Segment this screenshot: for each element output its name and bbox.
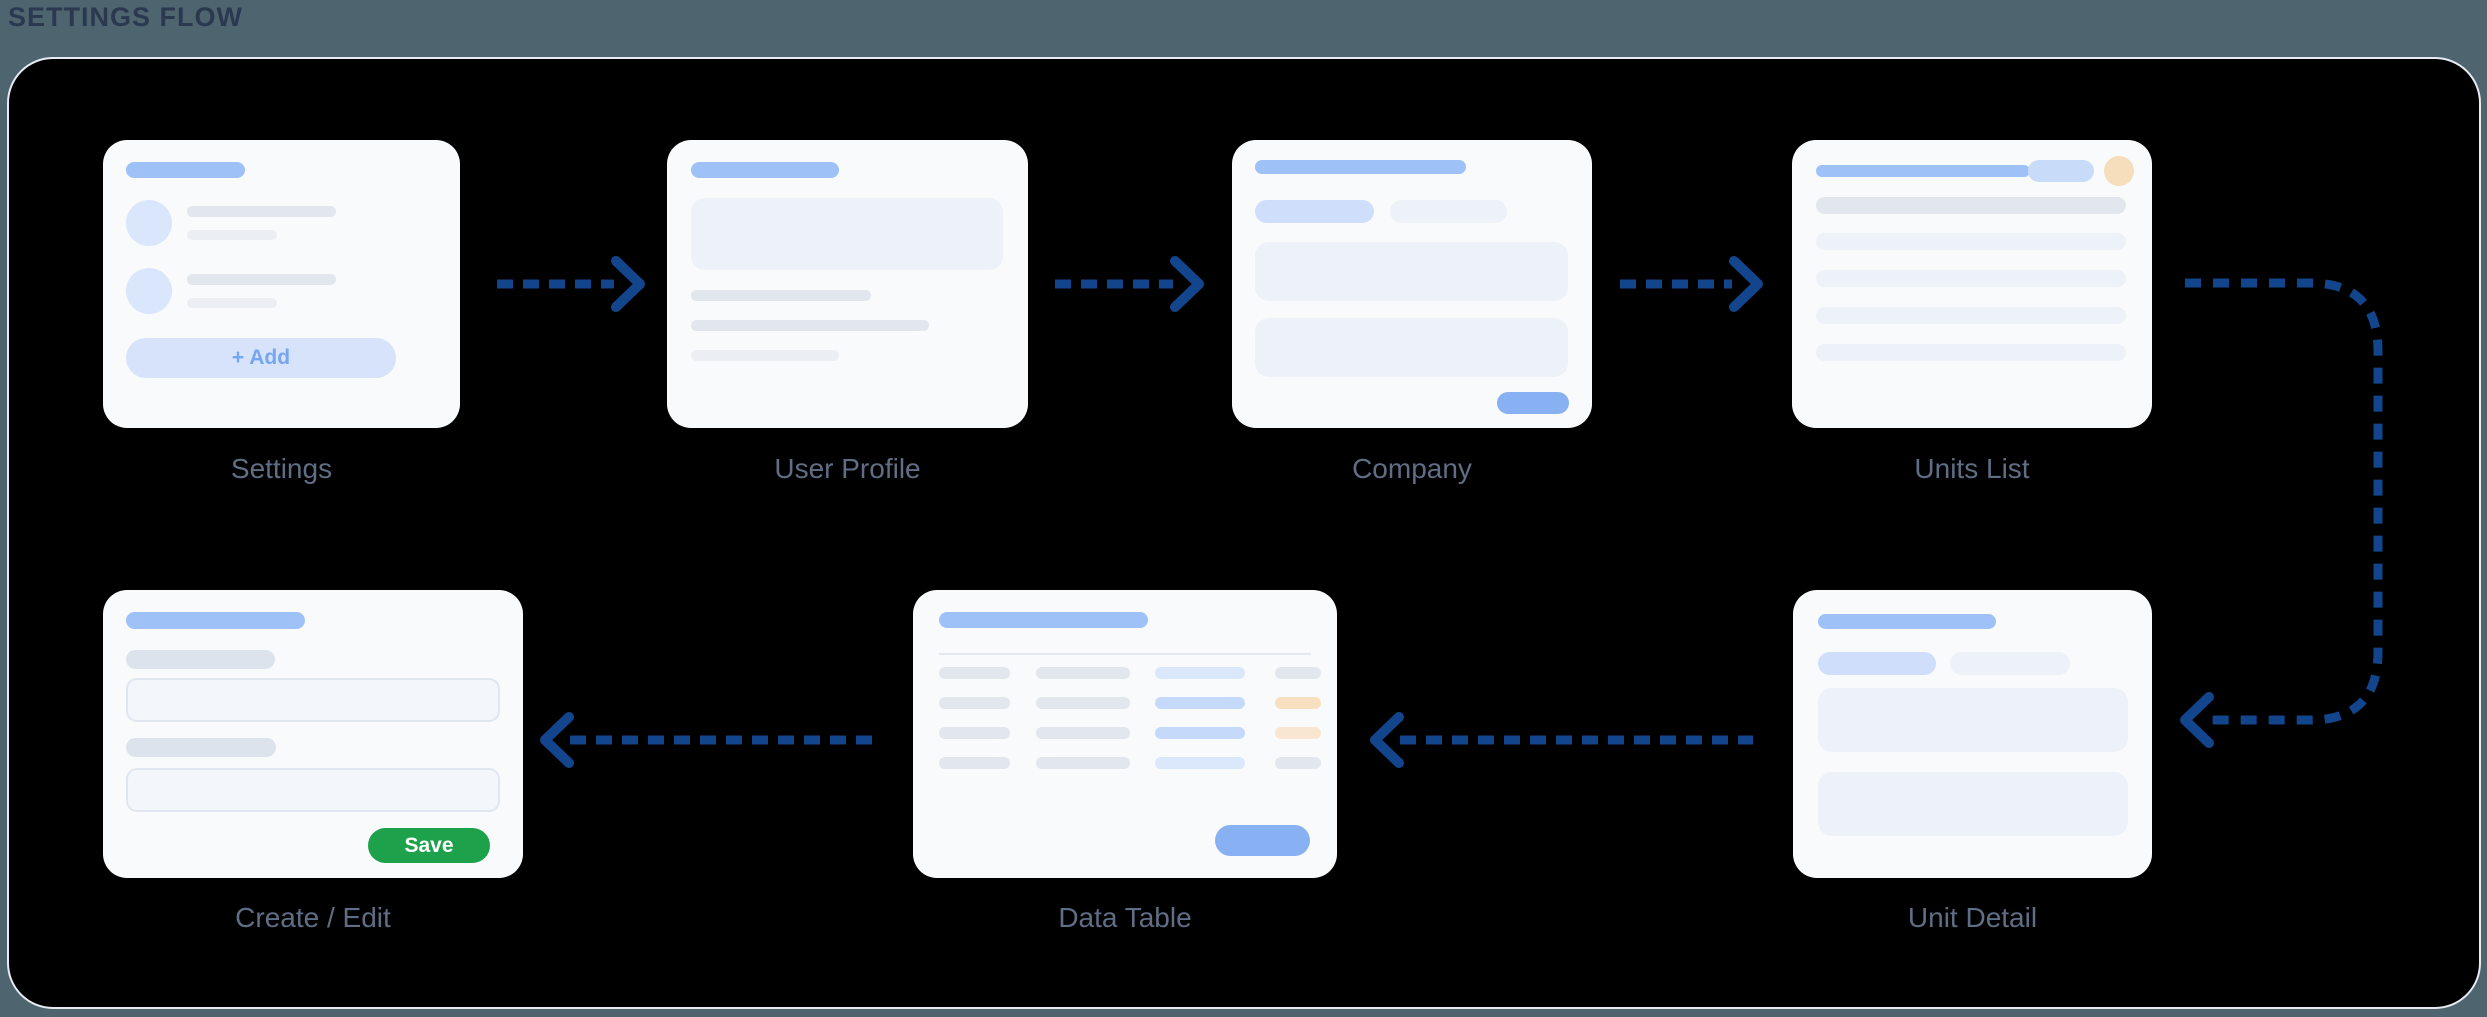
node-label-company: Company xyxy=(1352,453,1472,484)
text-line-skeleton xyxy=(691,320,929,331)
node-label-settings: Settings xyxy=(230,453,333,484)
table-cell-skeleton xyxy=(1036,727,1130,739)
field-label-skeleton xyxy=(126,738,276,757)
list-row-skeleton xyxy=(1816,233,2126,250)
header-pill xyxy=(691,162,839,178)
node-label-unit-detail: Unit Detail xyxy=(1907,902,2038,933)
avatar-badge xyxy=(2104,156,2134,186)
save-button: Save xyxy=(368,828,490,863)
content-block-skeleton xyxy=(1818,688,2128,752)
text-line-skeleton xyxy=(187,274,336,285)
input-field-skeleton xyxy=(126,678,500,722)
list-row-skeleton xyxy=(1816,197,2126,214)
table-cell-skeleton xyxy=(1036,697,1130,709)
header-pill xyxy=(1818,614,1996,629)
table-cell-skeleton xyxy=(1155,697,1245,709)
node-label-user-profile: User Profile xyxy=(774,453,921,484)
table-cell-skeleton xyxy=(939,667,1010,679)
flow-node-user-profile[interactable] xyxy=(667,140,1028,428)
add-button: + Add xyxy=(126,338,396,378)
input-field-skeleton xyxy=(126,768,500,812)
table-cell-skeleton xyxy=(1155,667,1245,679)
header-pill xyxy=(1255,160,1466,174)
tab-pill xyxy=(1390,200,1507,223)
filter-pill-skeleton xyxy=(2028,160,2094,182)
text-line-skeleton xyxy=(187,206,336,217)
text-line-skeleton xyxy=(187,298,277,308)
page-title: SETTINGS FLOW xyxy=(8,2,243,32)
content-block-skeleton xyxy=(1255,318,1568,377)
table-cell-skeleton xyxy=(1275,727,1321,739)
table-cell-skeleton xyxy=(939,727,1010,739)
text-line-skeleton xyxy=(691,350,839,361)
content-block-skeleton xyxy=(1818,772,2128,836)
flow-node-company[interactable] xyxy=(1232,140,1592,428)
content-block-skeleton xyxy=(1255,242,1568,301)
table-cell-skeleton xyxy=(1275,757,1321,769)
tab-pill-active xyxy=(1255,200,1374,223)
node-label-data-table: Data Table xyxy=(1058,902,1192,933)
table-cell-skeleton xyxy=(939,757,1010,769)
avatar-skeleton xyxy=(126,200,172,246)
flow-node-data-table[interactable] xyxy=(913,590,1337,878)
tab-pill xyxy=(1950,652,2070,675)
table-cell-skeleton xyxy=(939,697,1010,709)
search-bar-skeleton xyxy=(1816,165,2030,177)
node-label-create-edit: Create / Edit xyxy=(235,902,391,933)
header-pill xyxy=(126,162,245,178)
action-button-skeleton xyxy=(1497,392,1569,414)
flow-node-unit-detail[interactable] xyxy=(1793,590,2152,878)
table-cell-skeleton xyxy=(1036,667,1130,679)
action-button-skeleton xyxy=(1215,825,1310,856)
header-pill xyxy=(126,612,305,629)
text-line-skeleton xyxy=(691,290,871,301)
flow-node-create-edit[interactable]: Save xyxy=(103,590,523,878)
header-pill xyxy=(939,612,1148,628)
table-cell-skeleton xyxy=(1155,727,1245,739)
flow-node-units-list[interactable] xyxy=(1792,140,2152,428)
table-cell-skeleton xyxy=(1275,697,1321,709)
table-cell-skeleton xyxy=(1036,757,1130,769)
field-label-skeleton xyxy=(126,650,275,669)
avatar-skeleton xyxy=(126,268,172,314)
table-cell-skeleton xyxy=(1155,757,1245,769)
flow-node-settings[interactable]: + Add xyxy=(103,140,460,428)
list-row-skeleton xyxy=(1816,344,2126,361)
table-cell-skeleton xyxy=(1275,667,1321,679)
tab-pill-active xyxy=(1818,652,1936,675)
table-divider xyxy=(939,653,1311,655)
list-row-skeleton xyxy=(1816,270,2126,287)
list-row-skeleton xyxy=(1816,307,2126,324)
node-label-units-list: Units List xyxy=(1914,453,2030,484)
text-line-skeleton xyxy=(187,230,277,240)
content-block-skeleton xyxy=(691,198,1003,270)
